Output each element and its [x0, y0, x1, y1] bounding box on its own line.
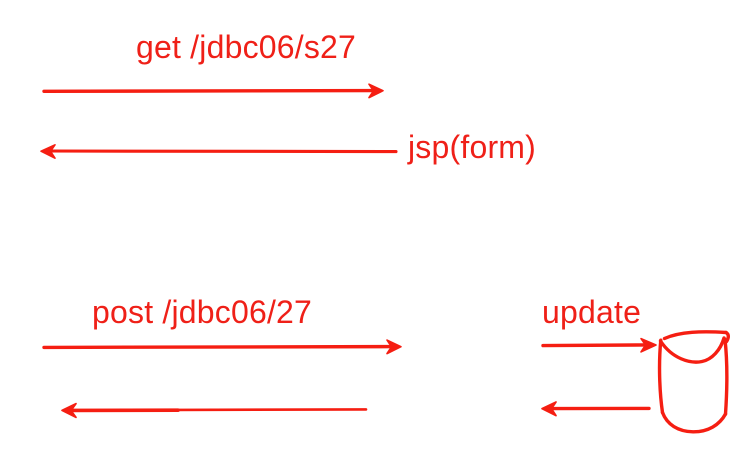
- label-db-update: update: [542, 294, 642, 330]
- arrow-get-request: [42, 83, 384, 99]
- arrow-post-request: [42, 339, 402, 355]
- label-jsp-response: jsp(form): [408, 129, 537, 165]
- arrow-jsp-response: [40, 144, 398, 159]
- label-get-request: get /jdbc06/s27: [136, 29, 357, 65]
- database-cylinder-icon: [657, 330, 731, 434]
- arrow-db-return: [541, 401, 651, 417]
- arrow-post-response: [61, 402, 368, 419]
- label-post-request: post /jdbc06/27: [92, 294, 313, 330]
- arrow-db-update: [541, 337, 657, 353]
